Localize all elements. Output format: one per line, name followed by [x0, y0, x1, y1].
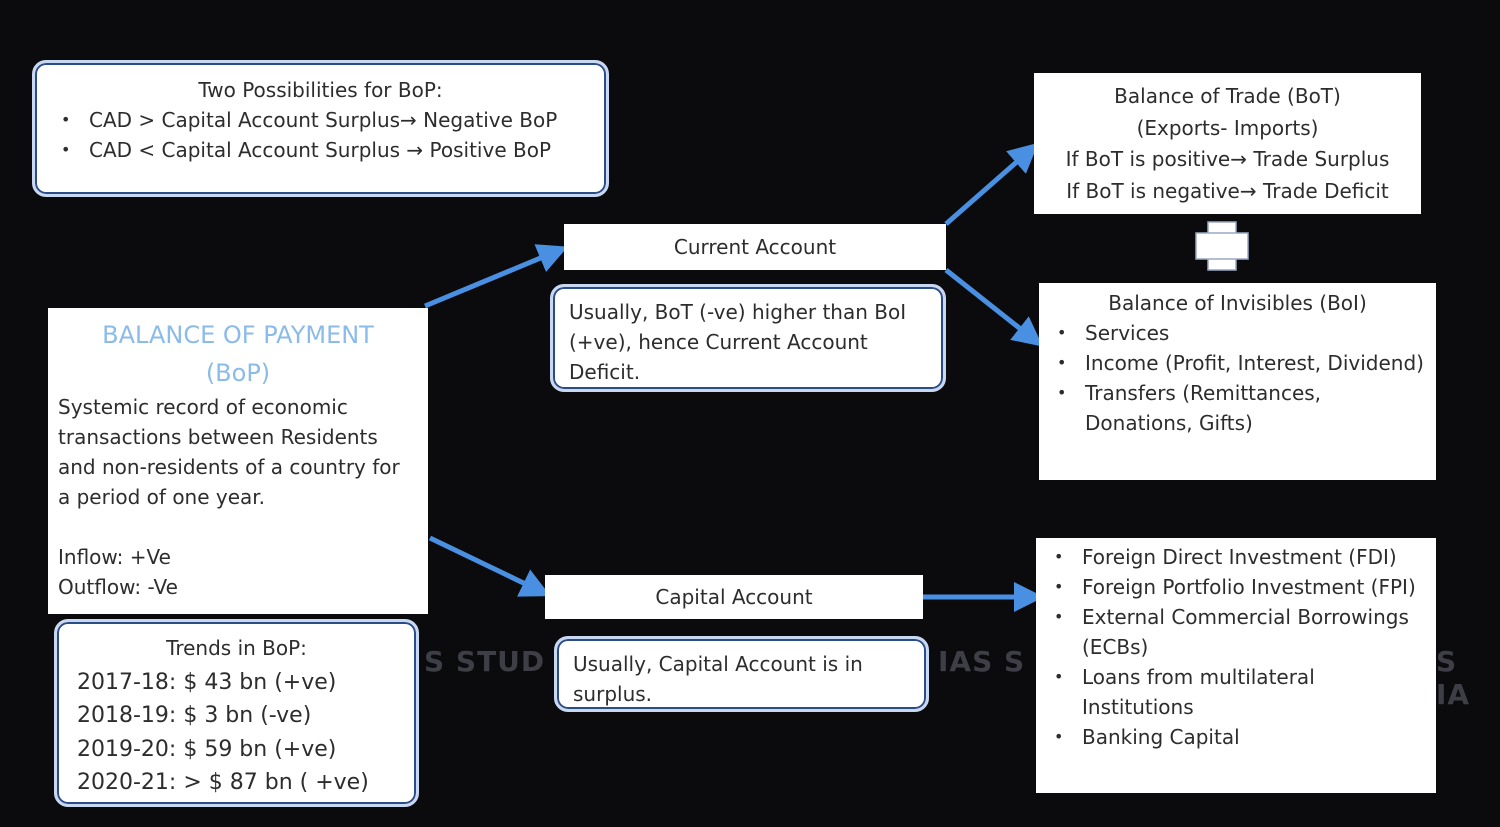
capital-components-list: Foreign Direct Investment (FDI) Foreign … [1048, 542, 1424, 752]
bop-trends-box: Trends in BoP: 2017-18: $ 43 bn (+ve) 20… [54, 619, 419, 807]
current-account-note: Usually, BoT (-ve) higher than BoI (+ve)… [550, 284, 946, 392]
possibility-item: CAD < Capital Account Surplus → Positive… [55, 135, 586, 165]
bop-flows: Inflow: +Ve Outflow: -Ve [58, 542, 418, 602]
arrow-bop-to-capital [428, 535, 551, 597]
bot-line: If BoT is negative→ Trade Deficit [1066, 178, 1389, 203]
current-account-box: Current Account [564, 224, 946, 270]
balance-of-invisibles-box: Balance of Invisibles (BoI) Services Inc… [1039, 283, 1436, 480]
capital-component-item: Banking Capital [1048, 722, 1424, 752]
possibilities-title: Two Possibilities for BoP: [198, 78, 443, 102]
balance-of-trade-box: Balance of Trade (BoT) (Exports- Imports… [1034, 73, 1421, 214]
bop-heading-line2: (BoP) [205, 359, 271, 387]
bot-line: (Exports- Imports) [1136, 115, 1319, 140]
trend-row: 2019-20: $ 59 bn (+ve) [77, 736, 337, 762]
bop-heading: BALANCE OF PAYMENT (BoP) [58, 316, 418, 392]
watermark: S STUD [424, 645, 546, 678]
boi-item: Services [1051, 318, 1424, 348]
plus-icon [1195, 221, 1249, 271]
bop-definition: Systemic record of economic transactions… [58, 395, 400, 509]
trend-row: 2018-19: $ 3 bn (-ve) [77, 703, 312, 728]
arrow-bop-to-current [424, 244, 568, 309]
capital-account-note: Usually, Capital Account is in surplus. [554, 636, 929, 712]
capital-component-item: Loans from multilateral Institutions [1048, 662, 1424, 722]
capital-account-components-box: Foreign Direct Investment (FDI) Foreign … [1036, 538, 1436, 793]
boi-title: Balance of Invisibles (BoI) [1108, 291, 1367, 315]
capital-component-item: External Commercial Borrowings (ECBs) [1048, 602, 1424, 662]
possibility-item: CAD > Capital Account Surplus→ Negative … [55, 105, 586, 135]
arrow-current-to-boi [944, 268, 1043, 347]
possibilities-list: CAD > Capital Account Surplus→ Negative … [55, 105, 586, 165]
trends-title: Trends in BoP: [166, 636, 307, 660]
boi-list: Services Income (Profit, Interest, Divid… [1051, 318, 1424, 438]
capital-component-item: Foreign Direct Investment (FDI) [1048, 542, 1424, 572]
bop-heading-line1: BALANCE OF PAYMENT [102, 321, 374, 349]
bop-inflow: Inflow: +Ve [58, 545, 171, 569]
bot-line: Balance of Trade (BoT) [1114, 84, 1341, 108]
balance-of-payment-box: BALANCE OF PAYMENT (BoP) Systemic record… [48, 308, 428, 614]
trend-row: 2020-21: > $ 87 bn ( +ve) [77, 770, 369, 795]
bot-line: If BoT is positive→ Trade Surplus [1065, 147, 1390, 171]
arrow-current-to-bot [944, 142, 1039, 226]
capital-account-box: Capital Account [545, 575, 923, 619]
watermark: IAS S [938, 645, 1026, 678]
boi-item: Income (Profit, Interest, Dividend) [1051, 348, 1424, 378]
capital-component-item: Foreign Portfolio Investment (FPI) [1048, 572, 1424, 602]
watermark: S IA [1436, 645, 1471, 711]
boi-item: Transfers (Remittances, Donations, Gifts… [1051, 378, 1424, 438]
trend-row: 2017-18: $ 43 bn (+ve) [77, 669, 337, 695]
bop-possibilities-box: Two Possibilities for BoP: CAD > Capital… [32, 60, 609, 197]
bop-outflow: Outflow: -Ve [58, 575, 178, 599]
